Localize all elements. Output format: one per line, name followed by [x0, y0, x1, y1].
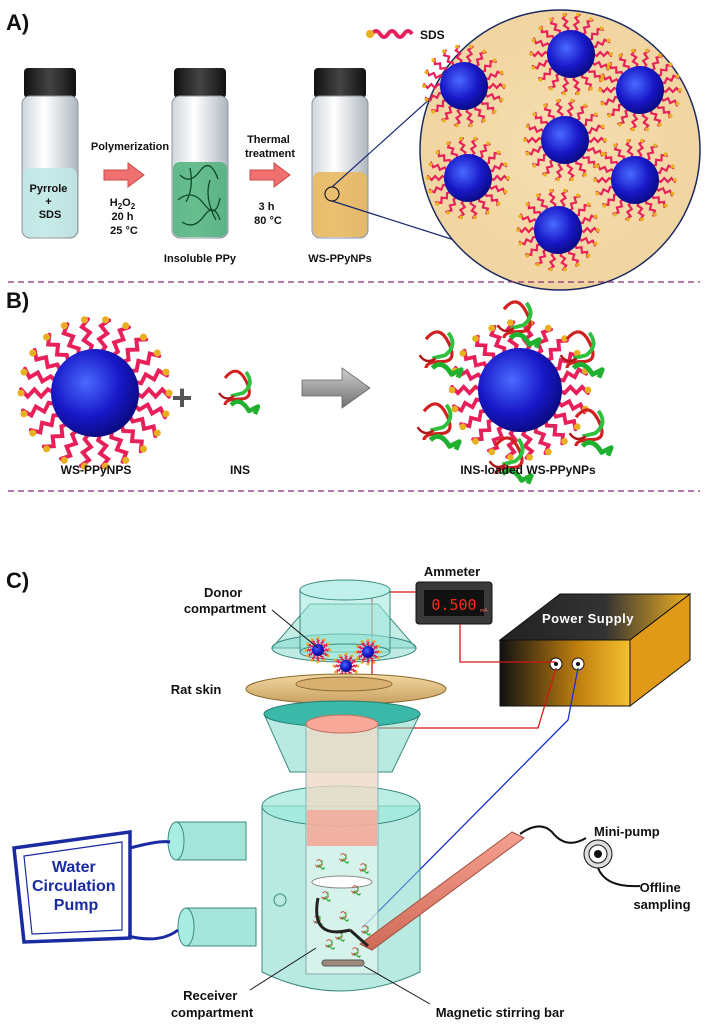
rat-skin	[245, 673, 447, 705]
receiver-ins-2	[358, 863, 369, 874]
offline-sampling-label: Offline sampling	[633, 880, 690, 912]
zoom-line-bottom	[331, 200, 471, 246]
step1-title: Polymerization	[91, 141, 170, 153]
sampling-needle	[315, 831, 525, 951]
pump-tubing-in	[519, 825, 587, 844]
receiver-ins-9	[350, 947, 361, 958]
rat-skin-label: Rat skin	[171, 682, 222, 697]
panel-a-label: A)	[6, 10, 29, 35]
vial-pyrrole	[21, 68, 79, 239]
attached-ins-0	[496, 300, 542, 349]
receiver-ins-1	[338, 853, 349, 864]
attached-ins-2	[568, 408, 614, 457]
water-pump-box	[12, 829, 132, 944]
receiver-ins-8	[324, 939, 335, 950]
receiver-ins-0	[314, 859, 325, 870]
receiver-cell	[167, 700, 421, 992]
wire-ammeter-supply	[459, 624, 556, 663]
sds-legend-icon	[366, 29, 414, 39]
insulin-protein-icon	[218, 369, 261, 415]
stir-bar-pointer	[363, 965, 431, 1005]
attached-ins-5	[418, 330, 464, 379]
ins-loaded-caption: INS-loaded WS-PPyNPs	[460, 463, 596, 477]
step1-arrow-icon	[103, 162, 145, 188]
ins-molecule	[218, 369, 261, 415]
step2-arrow-icon	[249, 162, 291, 188]
mini-pump-label: Mini-pump	[594, 824, 660, 839]
vial-ws-ppynps	[311, 68, 369, 239]
ins-caption: INS	[230, 463, 250, 477]
bubble-np-4	[426, 136, 510, 220]
bubble-np-5	[593, 138, 677, 222]
vial-insoluble-ppy-caption: Insoluble PPy	[164, 253, 237, 265]
sds-legend-label: SDS	[420, 28, 445, 42]
bubble-np-3	[523, 98, 607, 182]
receiver-pointer	[249, 947, 317, 991]
ws-ppynps-caption: WS-PPyNPS	[61, 463, 132, 477]
ins-loaded-particle	[416, 300, 614, 485]
donor-np-2	[354, 638, 382, 666]
bubble-np-0	[529, 12, 613, 96]
receiver-ins-6	[338, 911, 349, 922]
receiver-insulin	[312, 853, 371, 958]
np-core	[17, 316, 173, 470]
ammeter-title: Ammeter	[424, 564, 480, 579]
bubble-np-2	[598, 48, 682, 132]
vial-pyrrole-text: Pyrrole + SDS	[30, 183, 71, 221]
mini-pump-icon	[583, 839, 613, 869]
attached-ins-3	[488, 436, 534, 485]
receiver-ins-7	[360, 925, 371, 936]
reaction-arrow-icon	[301, 367, 371, 409]
bubble-nanoparticles	[422, 12, 682, 272]
plus-sign: +	[171, 377, 192, 418]
donor-np-0	[304, 636, 332, 664]
bubble-np-6	[516, 188, 600, 272]
panel-c-label: C)	[6, 568, 29, 593]
panel-b-label: B)	[6, 288, 29, 313]
water-hose-bottom	[127, 928, 179, 941]
receiver-ins-3	[320, 891, 331, 902]
receiver-label: Receiver compartment	[171, 988, 254, 1020]
ammeter-unit: mA	[480, 608, 488, 614]
wire-receiver-blue	[361, 667, 579, 929]
bubble-np-1	[422, 44, 506, 128]
ammeter-reading: 0.500	[431, 596, 476, 614]
donor-label: Donor compartment	[184, 585, 267, 616]
ammeter-device	[415, 581, 493, 625]
ws-ppynp-particle	[17, 316, 173, 470]
vial-insoluble-ppy	[171, 68, 229, 239]
power-supply-box	[498, 592, 692, 708]
stir-bar-label: Magnetic stirring bar	[436, 1005, 565, 1020]
donor-pointer	[271, 609, 319, 649]
receiver-ins-4	[350, 885, 361, 896]
power-supply-label: Power Supply	[542, 611, 634, 626]
step1-conditions: H2O2 20 h 25 °C	[110, 197, 138, 237]
water-hose-top	[129, 840, 171, 850]
attached-ins-1	[559, 330, 605, 379]
step2-title: Thermal treatment	[245, 134, 295, 160]
attached-ins-4	[416, 402, 462, 451]
vial-ws-ppynps-caption: WS-PPyNPs	[308, 253, 372, 265]
water-pump-label: Water Circulation Pump	[32, 859, 120, 914]
pump-tubing-out	[597, 867, 641, 888]
step2-conditions: 3 h 80 °C	[254, 201, 282, 227]
